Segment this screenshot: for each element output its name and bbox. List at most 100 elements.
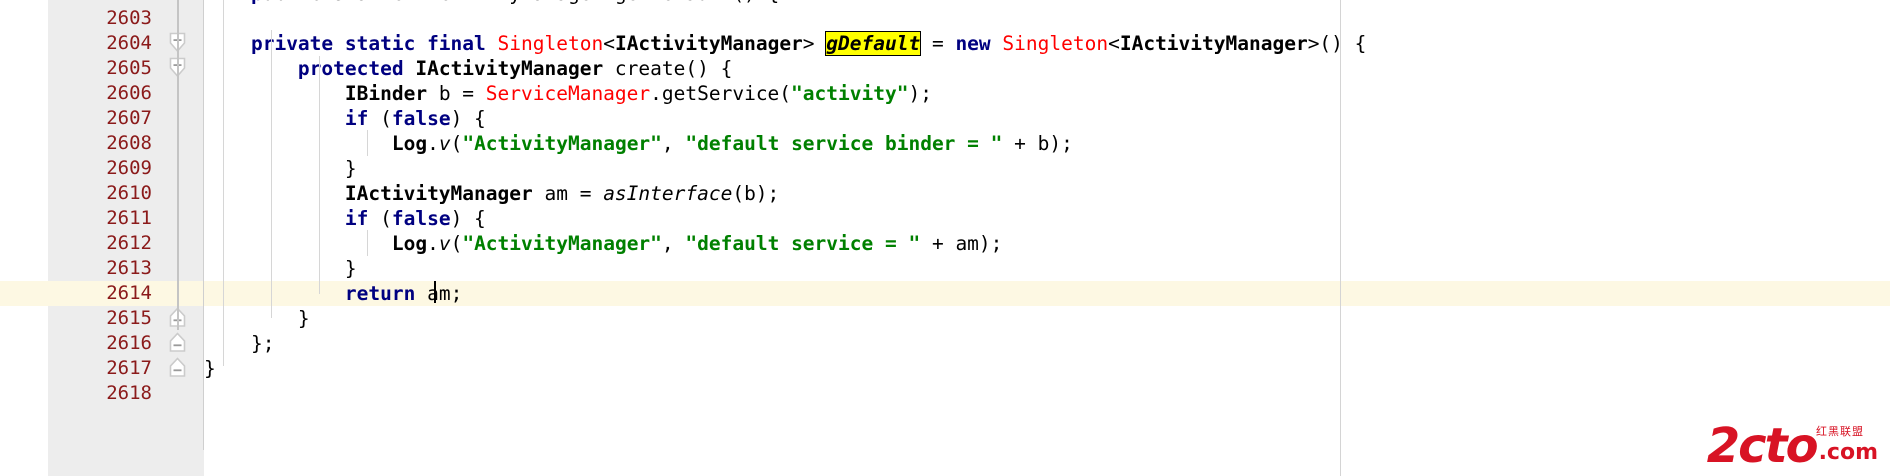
code-line[interactable]: IBinder b = ServiceManager.getService("a… — [204, 81, 932, 106]
code-line[interactable]: } — [204, 356, 216, 381]
right-margin-guide — [1340, 0, 1341, 476]
code-token: false — [391, 207, 451, 230]
code-line[interactable]: }; — [204, 331, 275, 356]
code-token: am; — [415, 282, 463, 305]
line-number[interactable]: 2616 — [106, 332, 152, 354]
code-token — [486, 32, 498, 55]
code-line[interactable]: } — [204, 156, 357, 181]
code-token: false — [391, 107, 451, 130]
code-token — [991, 32, 1003, 55]
line-number[interactable]: 2603 — [106, 7, 152, 29]
line-number[interactable]: 2611 — [106, 207, 152, 229]
indent-guide-level-2 — [271, 30, 272, 318]
code-token — [204, 57, 298, 80]
code-token — [204, 82, 345, 105]
code-line[interactable]: } — [204, 256, 357, 281]
line-number[interactable]: 2605 — [106, 57, 152, 79]
indent-guide-level-3 — [319, 56, 320, 294]
line-number-gutter[interactable] — [48, 0, 160, 476]
code-token — [204, 282, 345, 305]
indent-guide-level-4 — [367, 130, 368, 156]
code-line[interactable]: private static final Singleton<IActivity… — [204, 31, 1366, 56]
code-token — [404, 57, 416, 80]
fold-toggle-icon[interactable] — [169, 332, 186, 352]
code-line[interactable]: if (false) { — [204, 206, 486, 231]
code-token: ServiceManager — [485, 82, 651, 105]
code-token — [204, 182, 345, 205]
code-token: > — [802, 32, 827, 55]
code-canvas[interactable] — [204, 0, 1890, 476]
line-number[interactable]: 2609 — [106, 157, 152, 179]
code-folding-column[interactable] — [160, 0, 204, 476]
code-line[interactable]: Log.v("ActivityManager", "default servic… — [204, 231, 1003, 256]
line-number[interactable]: 2610 — [106, 182, 152, 204]
code-token: ) { — [450, 207, 486, 230]
code-token: create() { — [603, 57, 733, 80]
gutter-separator — [203, 0, 204, 476]
line-number[interactable]: 2607 — [106, 107, 152, 129]
code-token — [204, 107, 345, 130]
code-token: Singleton — [1002, 32, 1109, 55]
code-token: "ActivityManager" — [462, 132, 662, 155]
code-token: Log — [391, 232, 428, 255]
code-line[interactable]: protected IActivityManager create() { — [204, 56, 732, 81]
code-line[interactable]: IActivityManager am = asInterface(b); — [204, 181, 779, 206]
code-token: IActivityManager — [344, 182, 533, 205]
code-token: Singleton — [497, 32, 604, 55]
line-number[interactable]: 2612 — [106, 232, 152, 254]
indent-guide-level-1 — [223, 0, 224, 366]
line-number[interactable]: 2614 — [106, 282, 152, 304]
code-token: }; — [204, 332, 275, 355]
code-token: private static final — [250, 32, 486, 55]
code-token — [204, 0, 251, 5]
code-token: ( — [368, 207, 392, 230]
fold-toggle-icon[interactable] — [169, 357, 186, 377]
code-token: = — [920, 32, 956, 55]
code-token: IBinder — [344, 82, 428, 105]
code-token: } — [204, 157, 357, 180]
line-number[interactable]: 2613 — [106, 257, 152, 279]
code-token: "default service binder = " — [685, 132, 1003, 155]
line-number[interactable]: 2606 — [106, 82, 152, 104]
code-line[interactable]: } — [204, 306, 310, 331]
code-token: IActivityManager — [1119, 32, 1308, 55]
code-token: IActivityManager — [415, 57, 604, 80]
code-token: "ActivityManager" — [462, 232, 662, 255]
code-token — [204, 207, 345, 230]
code-line[interactable]: return am; — [204, 281, 462, 306]
line-number[interactable]: 2604 — [106, 32, 152, 54]
code-line[interactable]: public static IActivityManager getDefaul… — [204, 0, 779, 6]
code-token: gDefault — [826, 32, 921, 55]
code-token: if — [344, 207, 369, 230]
code-token: IActivityManager — [614, 32, 803, 55]
site-watermark: 2cto .com 红黑联盟 — [1706, 417, 1878, 474]
code-token: v — [438, 132, 451, 155]
code-line[interactable]: Log.v("ActivityManager", "default servic… — [204, 131, 1073, 156]
line-number[interactable]: 2602 — [48, 0, 152, 6]
code-token: "activity" — [791, 82, 909, 105]
code-token — [204, 132, 392, 155]
code-token: Log — [391, 132, 428, 155]
line-number[interactable]: 2618 — [106, 382, 152, 404]
code-token: } — [204, 257, 357, 280]
code-token: } — [204, 307, 310, 330]
code-token: v — [438, 232, 451, 255]
code-token: if — [344, 107, 369, 130]
code-token: , — [661, 232, 686, 255]
line-number[interactable]: 2617 — [106, 357, 152, 379]
code-line[interactable]: if (false) { — [204, 106, 486, 131]
current-line-highlight — [0, 281, 1890, 306]
code-token — [204, 32, 251, 55]
code-token: return — [344, 282, 416, 305]
code-token: < — [1108, 32, 1120, 55]
code-token: , — [661, 132, 686, 155]
watermark-brand: 2cto — [1706, 417, 1819, 474]
code-token: >() { — [1307, 32, 1367, 55]
line-number[interactable]: 2615 — [106, 307, 152, 329]
code-token — [204, 232, 392, 255]
code-token: p — [251, 0, 263, 5]
text-caret — [434, 281, 436, 303]
code-token: b = — [427, 82, 486, 105]
line-number[interactable]: 2608 — [106, 132, 152, 154]
